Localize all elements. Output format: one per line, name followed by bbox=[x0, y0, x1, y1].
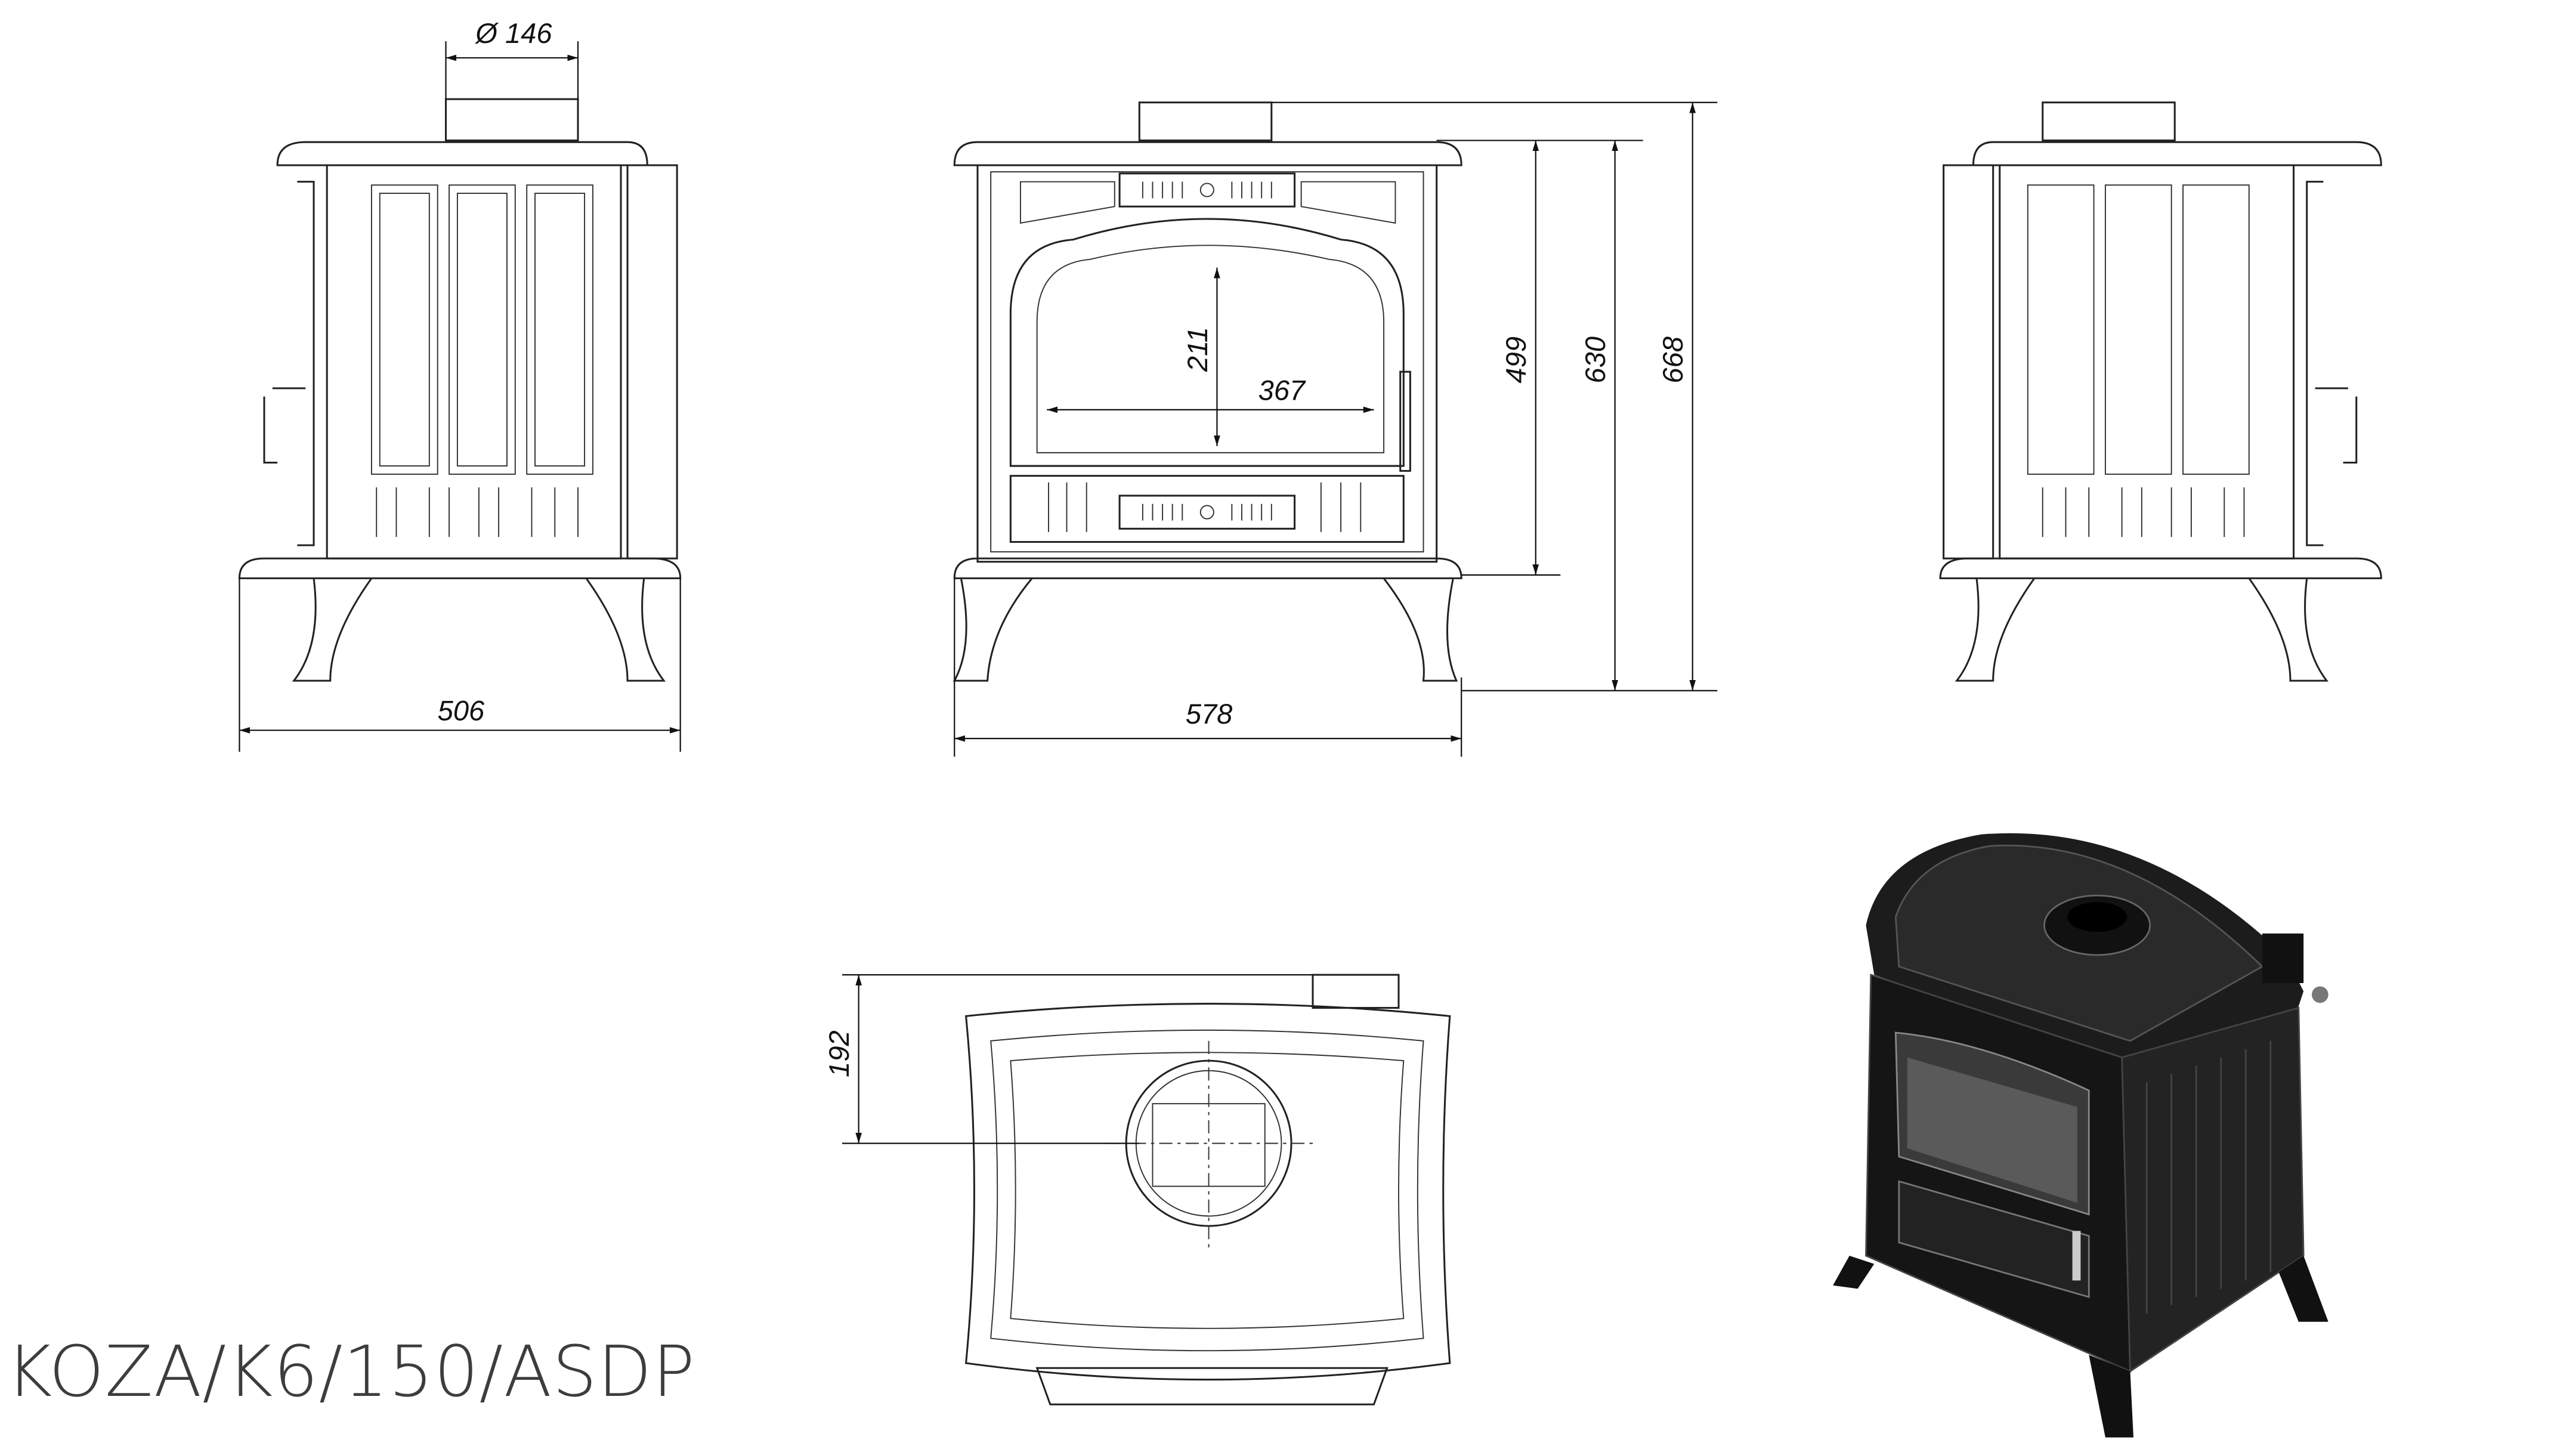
dim-depth: 506 bbox=[438, 695, 485, 727]
side-view-left: 506 Ø 146 bbox=[238, 17, 682, 752]
dim-total-height: 668 bbox=[1657, 336, 1689, 384]
dim-glass-height: 211 bbox=[1182, 327, 1213, 372]
dim-flue-diameter: Ø 146 bbox=[474, 17, 552, 49]
dim-flue-center-height: 499 bbox=[1500, 336, 1532, 384]
front-view: 211 367 578 499 630 668 bbox=[953, 101, 1718, 757]
dim-body-height: 630 bbox=[1579, 336, 1611, 384]
top-view: 192 bbox=[823, 974, 1451, 1405]
dim-width: 578 bbox=[1186, 698, 1233, 730]
dim-flue-offset: 192 bbox=[823, 1030, 855, 1077]
side-view-right bbox=[1939, 101, 2382, 682]
stove-3d-render bbox=[1833, 833, 2328, 1438]
dim-glass-width: 367 bbox=[1258, 374, 1306, 406]
model-title: KOZA/K6/150/ASDP bbox=[6, 1330, 695, 1413]
